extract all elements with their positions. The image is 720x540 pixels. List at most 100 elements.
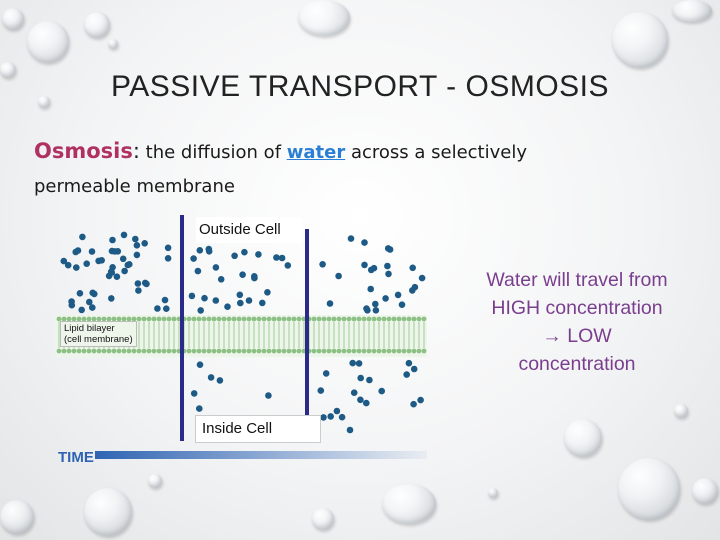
lipid-head bbox=[166, 316, 172, 322]
lipid-head bbox=[341, 316, 347, 322]
lipid-head bbox=[66, 316, 72, 322]
water-molecule-dot bbox=[372, 300, 379, 308]
water-droplet bbox=[488, 488, 498, 498]
definition-term: Osmosis bbox=[34, 139, 133, 163]
lipid-head bbox=[296, 316, 302, 322]
osmosis-summary: Water will travel from HIGH concentratio… bbox=[440, 266, 714, 378]
water-molecule-dot bbox=[320, 414, 327, 421]
water-molecule-dot bbox=[113, 273, 121, 280]
summary-line-4: concentration bbox=[518, 353, 636, 375]
membrane-band bbox=[55, 315, 427, 357]
lipid-head bbox=[341, 348, 347, 354]
lipid-head bbox=[91, 348, 97, 354]
water-molecule-dot bbox=[134, 280, 142, 287]
water-molecule-dot bbox=[418, 274, 426, 282]
lipid-head bbox=[411, 348, 417, 354]
lipid-head bbox=[231, 316, 237, 322]
lipid-head bbox=[336, 316, 342, 322]
water-molecule-dot bbox=[163, 305, 170, 312]
water-molecule-dot bbox=[109, 264, 116, 271]
lipid-head bbox=[246, 316, 252, 322]
lipid-head bbox=[71, 348, 77, 354]
lipid-head bbox=[281, 348, 287, 354]
water-molecule-dot bbox=[239, 271, 246, 278]
lipid-head bbox=[141, 348, 147, 354]
water-molecule-dot bbox=[273, 254, 280, 261]
lipid-head bbox=[371, 316, 377, 322]
osmosis-definition: Osmosis: the diffusion of water across a… bbox=[34, 134, 594, 204]
lipid-head bbox=[166, 348, 172, 354]
lipid-head bbox=[136, 348, 142, 354]
water-droplet bbox=[564, 419, 602, 457]
lipid-head bbox=[261, 316, 267, 322]
osmosis-diagram: TIME Lipid bilayer (cell membrane) Outsi… bbox=[55, 215, 430, 466]
lipid-head bbox=[366, 348, 372, 354]
lipid-head bbox=[346, 348, 352, 354]
lipid-head bbox=[321, 316, 327, 322]
lipid-head bbox=[281, 316, 287, 322]
lipid-head bbox=[161, 316, 167, 322]
water-molecule-dot bbox=[86, 298, 93, 306]
water-molecule-dot bbox=[108, 295, 115, 302]
lipid-head bbox=[226, 316, 232, 322]
water-droplet bbox=[108, 39, 118, 49]
lipid-head bbox=[116, 316, 122, 322]
lipid-head bbox=[421, 348, 427, 354]
lipid-head bbox=[296, 348, 302, 354]
water-molecule-dot bbox=[141, 240, 148, 247]
lipid-head bbox=[106, 316, 112, 322]
water-molecule-dot bbox=[317, 387, 325, 394]
divider-left bbox=[180, 215, 184, 441]
lipid-head bbox=[316, 348, 322, 354]
water-droplet bbox=[674, 404, 688, 418]
water-droplet bbox=[38, 96, 50, 108]
lipid-head bbox=[101, 316, 107, 322]
lipid-head bbox=[416, 316, 422, 322]
lipid-head bbox=[356, 348, 362, 354]
water-molecule-dot bbox=[133, 242, 141, 249]
lipid-head bbox=[126, 348, 132, 354]
water-molecule-dot bbox=[403, 371, 411, 378]
lipid-head bbox=[56, 348, 62, 354]
lipid-head bbox=[401, 316, 407, 322]
water-droplet bbox=[27, 21, 69, 63]
water-droplet bbox=[382, 484, 436, 524]
lipid-head bbox=[211, 348, 217, 354]
water-molecule-dot bbox=[251, 274, 258, 282]
lipid-head bbox=[111, 316, 117, 322]
membrane-label: Lipid bilayer (cell membrane) bbox=[60, 321, 137, 347]
lipid-head bbox=[361, 316, 367, 322]
lipid-head bbox=[136, 316, 142, 322]
water-molecule-dot bbox=[347, 235, 355, 242]
water-molecule-dot bbox=[196, 405, 203, 412]
lipid-head bbox=[386, 348, 392, 354]
lipid-head bbox=[101, 348, 107, 354]
water-molecule-dot bbox=[73, 264, 80, 271]
water-molecule-dot bbox=[409, 264, 417, 272]
water-molecule-dot bbox=[361, 261, 368, 269]
lipid-head bbox=[131, 348, 137, 354]
lipid-head bbox=[191, 316, 197, 322]
lipid-head bbox=[151, 348, 157, 354]
lipid-head bbox=[186, 348, 192, 354]
time-label: TIME bbox=[58, 449, 94, 465]
water-molecule-dot bbox=[133, 251, 141, 259]
lipid-head bbox=[351, 348, 357, 354]
water-molecule-dot bbox=[64, 261, 72, 269]
water-droplet bbox=[2, 8, 24, 30]
lipid-head bbox=[226, 348, 232, 354]
water-molecule-dot bbox=[410, 400, 417, 408]
lipid-head bbox=[261, 348, 267, 354]
water-molecule-dot bbox=[367, 266, 375, 274]
lipid-head bbox=[401, 348, 407, 354]
lipid-head bbox=[106, 348, 112, 354]
water-molecule-dot bbox=[135, 287, 142, 294]
definition-text-before: the diffusion of bbox=[139, 142, 287, 163]
water-molecule-dot bbox=[216, 377, 224, 384]
lipid-head bbox=[116, 348, 122, 354]
lipid-head bbox=[276, 316, 282, 322]
water-molecule-dot bbox=[79, 233, 86, 241]
water-molecule-dot bbox=[95, 257, 102, 265]
lipid-head bbox=[91, 316, 97, 322]
lipid-head bbox=[396, 348, 402, 354]
